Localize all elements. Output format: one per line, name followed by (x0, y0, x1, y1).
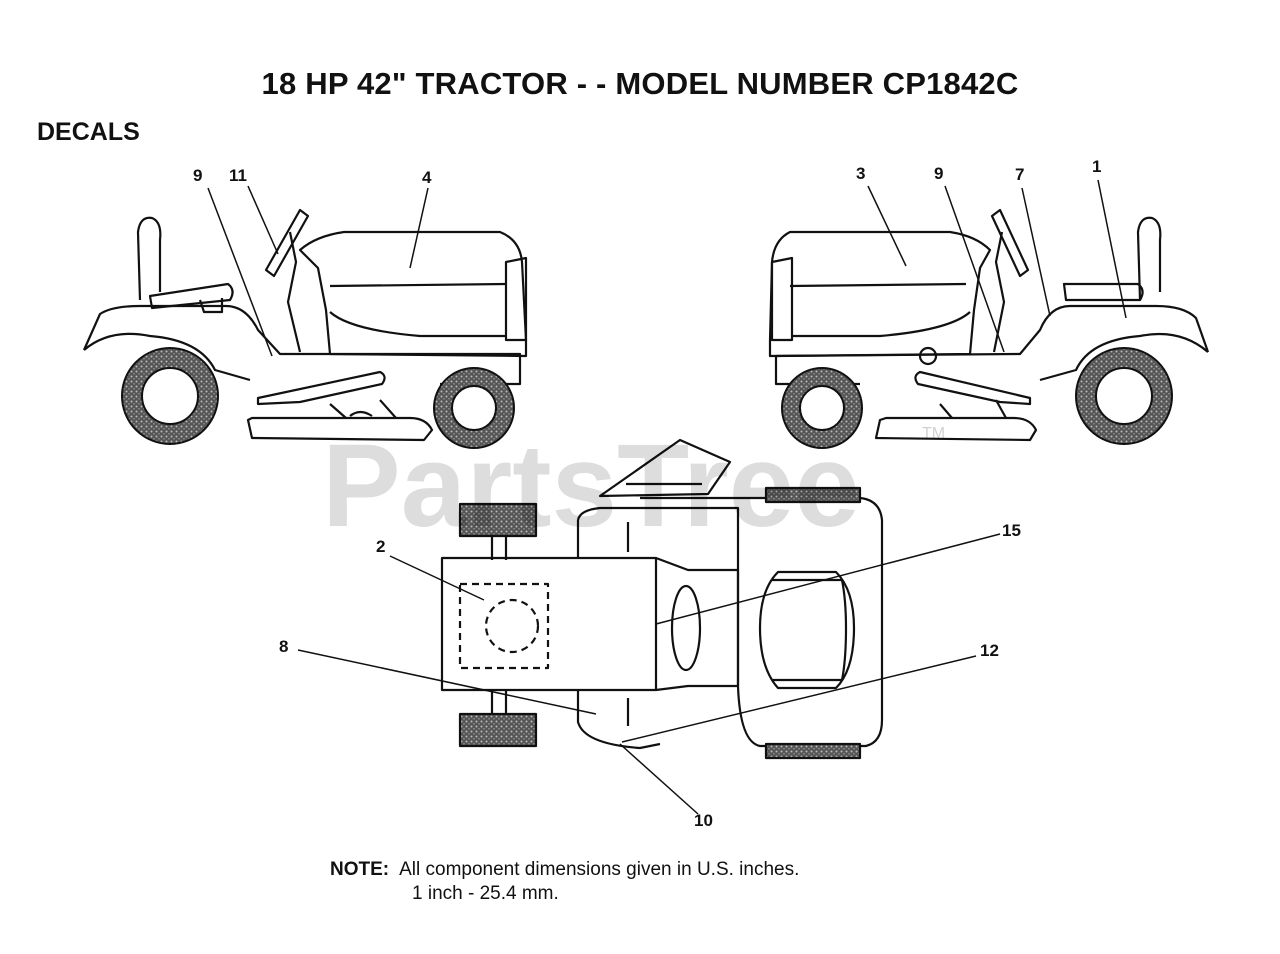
hood-top (440, 556, 658, 692)
decal-2-outline (458, 582, 550, 670)
callout-leaders (207, 179, 1127, 815)
steering-column (992, 231, 1006, 353)
steering-wheel (264, 208, 310, 278)
callout-7: 7 (1015, 165, 1024, 184)
rear-tire-bottom (764, 742, 862, 760)
watermark-tm: TM (922, 425, 945, 442)
seat-cushion (1062, 282, 1144, 302)
steering-wheel (990, 208, 1030, 278)
callout-2: 2 (376, 537, 385, 556)
rear-fender (82, 304, 522, 386)
watermark-logo: PartsTree (322, 420, 860, 552)
rear-tire-top (764, 486, 862, 504)
page-title: 18 HP 42" TRACTOR - - MODEL NUMBER CP184… (261, 66, 1019, 101)
note-label: NOTE: (330, 859, 390, 880)
hood (298, 230, 528, 358)
steering-column (286, 231, 302, 353)
front-tire-bottom (458, 712, 538, 748)
seat-back (136, 216, 162, 301)
hood (768, 230, 992, 358)
tractor-top-view (440, 438, 884, 760)
seat-cushion (148, 282, 234, 310)
callout-11: 11 (229, 166, 247, 185)
footrest (256, 370, 386, 406)
callout-1: 1 (1092, 157, 1101, 176)
mower-deck (246, 416, 434, 442)
callout-15: 15 (1002, 521, 1021, 540)
section-label: DECALS (37, 118, 140, 146)
steering-top (598, 438, 732, 498)
seat-back (1136, 216, 1162, 301)
note-line1: All component dimensions given in U.S. i… (399, 859, 800, 880)
callout-9-right: 9 (934, 164, 943, 183)
front-tire-top (458, 502, 538, 538)
tractor-left-side-view (82, 208, 528, 442)
callout-9-left: 9 (193, 166, 202, 185)
callout-10: 10 (694, 811, 713, 830)
seat-top (758, 570, 856, 690)
tractor-right-side-view (768, 208, 1210, 442)
dimension-note: NOTE: All component dimensions given in U… (330, 858, 800, 904)
callout-8: 8 (279, 637, 288, 656)
note-line2: 1 inch - 25.4 mm. (412, 883, 559, 904)
mower-deck (874, 416, 1038, 442)
rear-fender (774, 304, 1210, 386)
body-top (576, 496, 884, 748)
footrest (914, 370, 1032, 406)
callout-4: 4 (422, 168, 432, 187)
callout-12: 12 (980, 641, 999, 660)
callout-3: 3 (856, 164, 865, 183)
